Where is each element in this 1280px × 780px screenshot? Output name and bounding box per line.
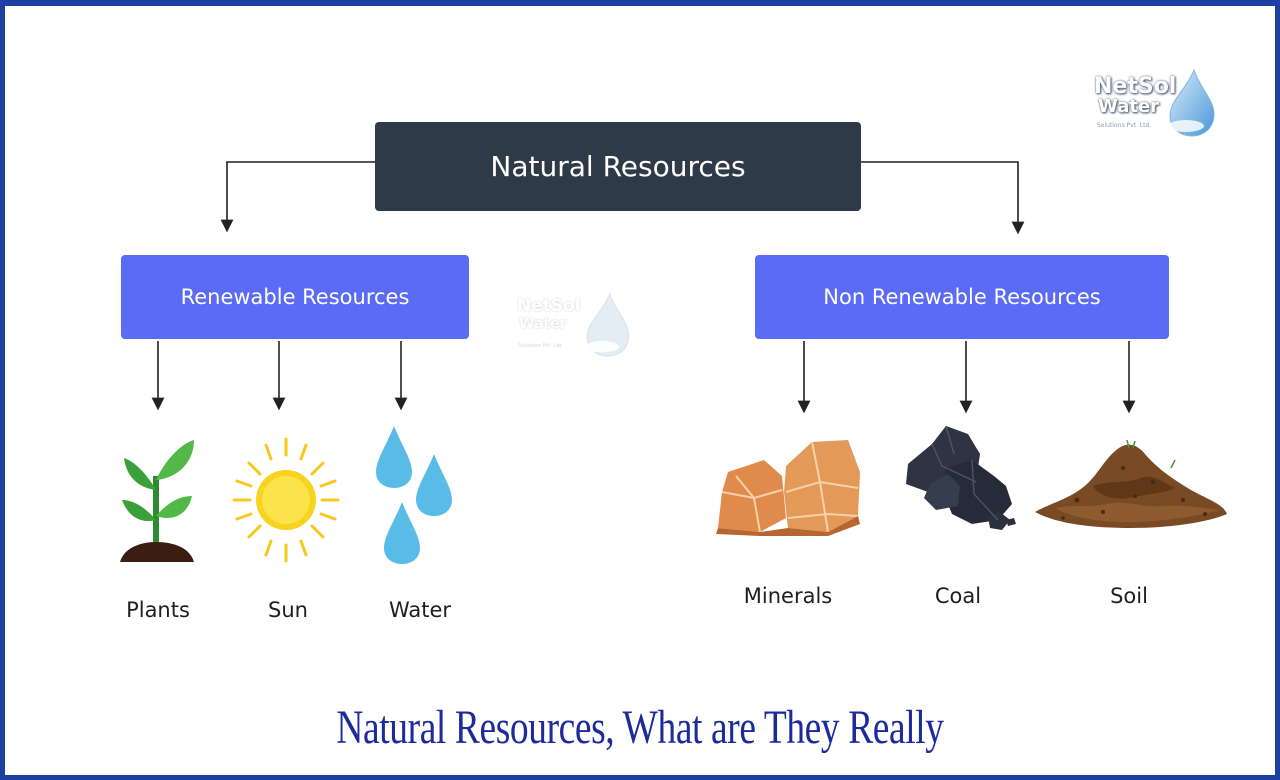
coal-icon [906,425,1016,530]
watermark-word-water: Water [519,316,567,332]
leaf-label-coal: Coal [934,584,982,608]
soil-icon [1035,439,1227,528]
logo-word-netsol: NetSol [1094,74,1177,99]
watermark-tagline: Solutions Pvt. Ltd. [518,343,564,349]
sun-icon [232,437,340,563]
leaf-label-plants: Plants [126,598,190,622]
leaf-label-sun: Sun [268,598,308,622]
watermark-word-netsol: NetSol [517,296,581,316]
watermark-drop-icon [585,292,630,357]
water-drops-icon [376,426,452,564]
minerals-icon [716,440,860,536]
logo-word-water: Water [1098,96,1160,117]
caption-title: Natural Resources, What are They Really [336,701,944,754]
plant-icon [120,440,194,562]
non-renewable-label: Non Renewable Resources [823,285,1101,309]
root-to-renewable-arrow [220,161,375,233]
renewable-resources-node: Renewable Resources [121,255,469,339]
leaf-label-soil: Soil [1110,584,1148,608]
logo-tagline: Solutions Pvt. Ltd. [1097,122,1152,129]
root-node: Natural Resources [375,122,861,211]
water-drop-logo-icon [1168,68,1215,137]
root-to-nonrenewable-arrow [861,161,1025,235]
non-renewable-resources-node: Non Renewable Resources [755,255,1169,339]
leaf-label-minerals: Minerals [743,584,833,608]
renewable-label: Renewable Resources [180,285,410,309]
netsol-water-logo: NetSol Water Solutions Pvt. Ltd. [1092,68,1222,140]
leaf-label-water: Water [388,598,452,622]
root-label: Natural Resources [490,150,746,183]
netsol-water-watermark: NetSol Water Solutions Pvt. Ltd. [515,292,635,360]
